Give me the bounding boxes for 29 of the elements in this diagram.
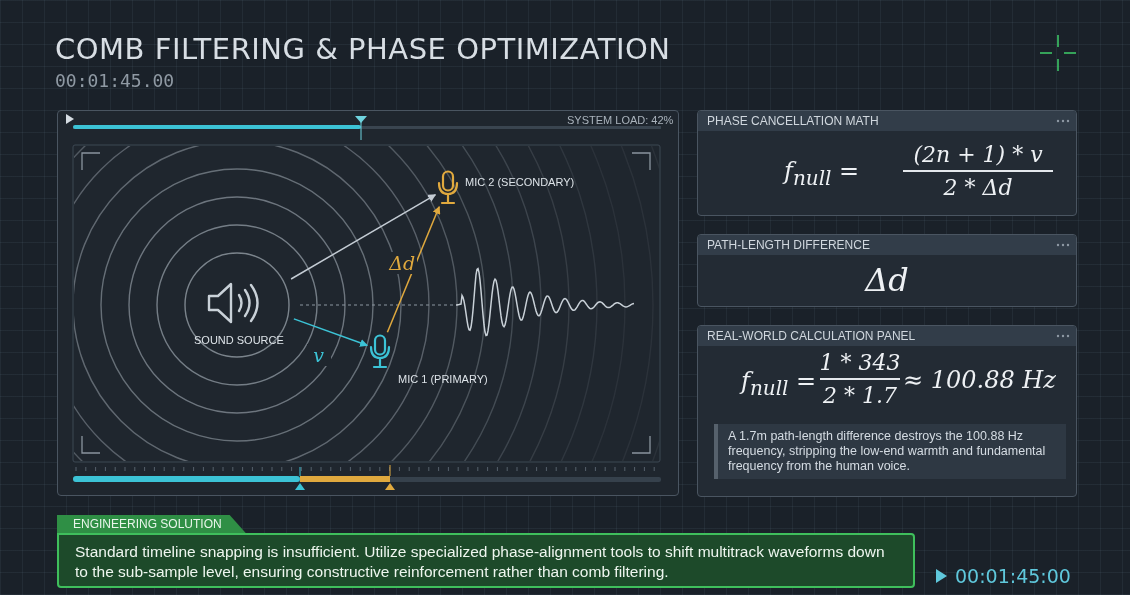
fraction-numerator: 1 * 343: [819, 350, 901, 375]
arrow: [386, 205, 441, 333]
formula-text: f$_{null}$ =: [784, 157, 860, 190]
panel-title: PHASE CANCELLATION MATH: [707, 114, 879, 128]
panel-title: PATH-LENGTH DIFFERENCE: [707, 238, 870, 252]
fraction-denominator: 2 * Δd: [943, 175, 1013, 200]
formula-text: ≈ 100.88 Hz: [903, 366, 1056, 394]
section-tab: ENGINEERING SOLUTION: [57, 515, 246, 533]
fraction-numerator: (2n + 1) * v: [913, 142, 1043, 167]
edge-label: Δd: [387, 251, 418, 274]
status-text: SYSTEM LOAD: 42%: [567, 114, 674, 126]
node-label: MIC 2 (SECONDARY): [465, 176, 575, 188]
solution-box: Standard timeline snapping is insufficient. Utilize specialized phase-alignment tools to shift multitrack waveforms down to the sub-sample level, ensuring constructive reinforcement rather than comb filtering.: [57, 533, 915, 588]
formula-panel: [697, 110, 1077, 216]
timecode: 00:01:45.00: [55, 70, 175, 91]
arrow: [293, 318, 369, 347]
edge-label: v: [306, 344, 331, 367]
timecode: 00:01:45:00: [955, 565, 1071, 587]
arrow: [290, 194, 437, 280]
panel-title: REAL-WORLD CALCULATION PANEL: [707, 329, 916, 343]
node-label: MIC 1 (PRIMARY): [398, 373, 488, 385]
fraction-denominator: 2 * 1.7: [823, 383, 897, 408]
title: COMB FILTERING & PHASE OPTIMIZATION: [55, 32, 671, 66]
formula-panel: [697, 325, 1077, 497]
formula-text: Δd: [863, 261, 910, 299]
formula-text: f$_{null}$ =: [741, 367, 817, 400]
formula-panel: [697, 234, 1077, 307]
note-text: A 1.7m path-length difference destroys the 100.88 Hz frequency, stripping the low-end warmth and fundamental frequency from the human voice.: [714, 424, 1066, 479]
node-label: SOUND SOURCE: [194, 334, 284, 346]
